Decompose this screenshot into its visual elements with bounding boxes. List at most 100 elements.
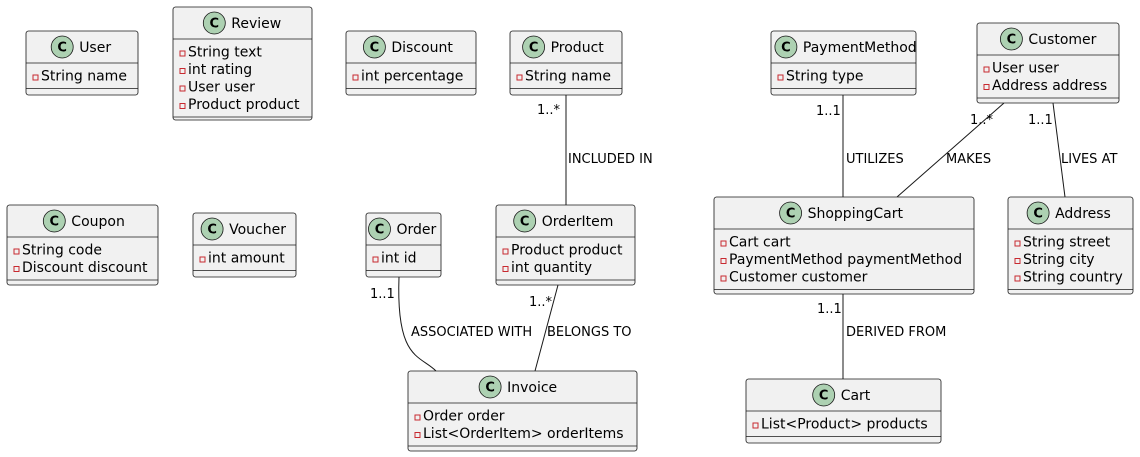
class-stereotype-icon bbox=[1000, 27, 1023, 51]
private-visibility-icon bbox=[13, 266, 20, 272]
class-stereotype-letter: C bbox=[520, 215, 530, 230]
class-stereotype-letter: C bbox=[375, 223, 385, 238]
private-visibility-icon bbox=[720, 275, 727, 282]
relation-label: INCLUDED IN bbox=[568, 152, 653, 167]
class-stereotype-icon bbox=[513, 209, 537, 233]
class-stereotype-letter: C bbox=[786, 207, 796, 222]
class-attribute: Product product bbox=[188, 97, 300, 113]
class-stereotype-letter: C bbox=[781, 41, 791, 56]
class-box bbox=[407, 370, 638, 452]
private-visibility-icon bbox=[372, 256, 379, 263]
class-stereotype-letter: C bbox=[529, 41, 539, 56]
class-name: Voucher bbox=[229, 222, 286, 238]
relation-label: DERIVED FROM bbox=[846, 325, 946, 340]
private-visibility-icon bbox=[32, 74, 39, 81]
class-attribute: String name bbox=[525, 69, 611, 85]
relation-line bbox=[1052, 102, 1066, 198]
class-name: ShoppingCart bbox=[808, 206, 904, 222]
private-visibility-icon bbox=[414, 414, 421, 421]
class-attribute: String name bbox=[41, 69, 127, 85]
private-visibility-icon bbox=[502, 248, 509, 255]
relation-multiplicity: 1..* bbox=[529, 295, 553, 310]
class-stereotype-letter: C bbox=[57, 41, 67, 56]
class-name: Review bbox=[231, 16, 281, 32]
class-attribute: User user bbox=[188, 80, 255, 96]
class-stereotype-letter: C bbox=[819, 389, 829, 404]
class-name: Customer bbox=[1028, 32, 1096, 48]
relation-order-invoice: ASSOCIATED WITH 1..1 bbox=[370, 276, 532, 372]
class-attribute: int percentage bbox=[361, 69, 463, 85]
private-visibility-icon bbox=[179, 50, 186, 57]
relation-line bbox=[534, 284, 559, 372]
class-name: Coupon bbox=[71, 214, 125, 230]
private-visibility-icon bbox=[1014, 258, 1021, 264]
relation-line bbox=[896, 102, 1005, 198]
relation-line bbox=[398, 276, 437, 372]
class-attribute: int quantity bbox=[511, 260, 592, 276]
class-stereotype-letter: C bbox=[1007, 33, 1017, 48]
class-stereotype-letter: C bbox=[50, 215, 60, 230]
class-attribute: PaymentMethod paymentMethod bbox=[729, 252, 962, 268]
relation-label: LIVES AT bbox=[1061, 152, 1117, 167]
class-attribute: List<Product> products bbox=[761, 417, 928, 433]
private-visibility-icon bbox=[414, 432, 421, 438]
class-name: Product bbox=[551, 40, 605, 56]
relation-multiplicity: 1..* bbox=[970, 113, 994, 128]
private-visibility-icon bbox=[179, 85, 186, 92]
private-visibility-icon bbox=[199, 256, 206, 263]
relation-customer-address: LIVES AT 1..1 bbox=[1028, 102, 1117, 198]
relation-multiplicity: 1..1 bbox=[817, 302, 842, 317]
class-attribute: String country bbox=[1023, 270, 1123, 286]
class-name: PaymentMethod bbox=[803, 40, 917, 56]
private-visibility-icon bbox=[179, 68, 186, 74]
class-stereotype-icon bbox=[478, 375, 502, 399]
class-attribute: int rating bbox=[188, 62, 252, 78]
class-attribute: Order order bbox=[423, 409, 505, 425]
relation-shoppingcart-cart: DERIVED FROM 1..1 bbox=[817, 294, 946, 379]
relation-multiplicity: 1..1 bbox=[1028, 113, 1053, 128]
class-stereotype-letter: C bbox=[370, 41, 380, 56]
private-visibility-icon bbox=[720, 240, 727, 247]
relation-label: BELONGS TO bbox=[547, 325, 632, 340]
class-attribute: User user bbox=[992, 61, 1059, 77]
private-visibility-icon bbox=[352, 74, 359, 81]
class-stereotype-icon bbox=[779, 201, 802, 225]
relation-label: ASSOCIATED WITH bbox=[411, 325, 532, 340]
class-attribute: String type bbox=[786, 69, 864, 85]
class-attribute: String code bbox=[22, 243, 102, 259]
class-stereotype-letter: C bbox=[485, 381, 495, 396]
class-attribute: String city bbox=[1023, 252, 1095, 268]
class-stereotype-icon bbox=[202, 11, 226, 35]
class-name: Address bbox=[1055, 206, 1111, 222]
class-stereotype-icon bbox=[362, 35, 386, 59]
private-visibility-icon bbox=[983, 66, 990, 73]
class-attribute: Address address bbox=[992, 78, 1107, 94]
class-stereotype-icon bbox=[812, 383, 836, 407]
class-box bbox=[172, 6, 313, 121]
relation-multiplicity: 1..1 bbox=[370, 287, 395, 302]
class-attribute: List<OrderItem> orderItems bbox=[423, 426, 624, 442]
class-attribute: String street bbox=[1023, 235, 1111, 251]
class-name: User bbox=[79, 40, 111, 56]
private-visibility-icon bbox=[983, 84, 990, 90]
relation-multiplicity: 1..* bbox=[537, 103, 561, 118]
private-visibility-icon bbox=[13, 248, 20, 255]
private-visibility-icon bbox=[516, 74, 523, 81]
class-stereotype-icon bbox=[368, 217, 391, 241]
class-name: OrderItem bbox=[542, 214, 614, 230]
